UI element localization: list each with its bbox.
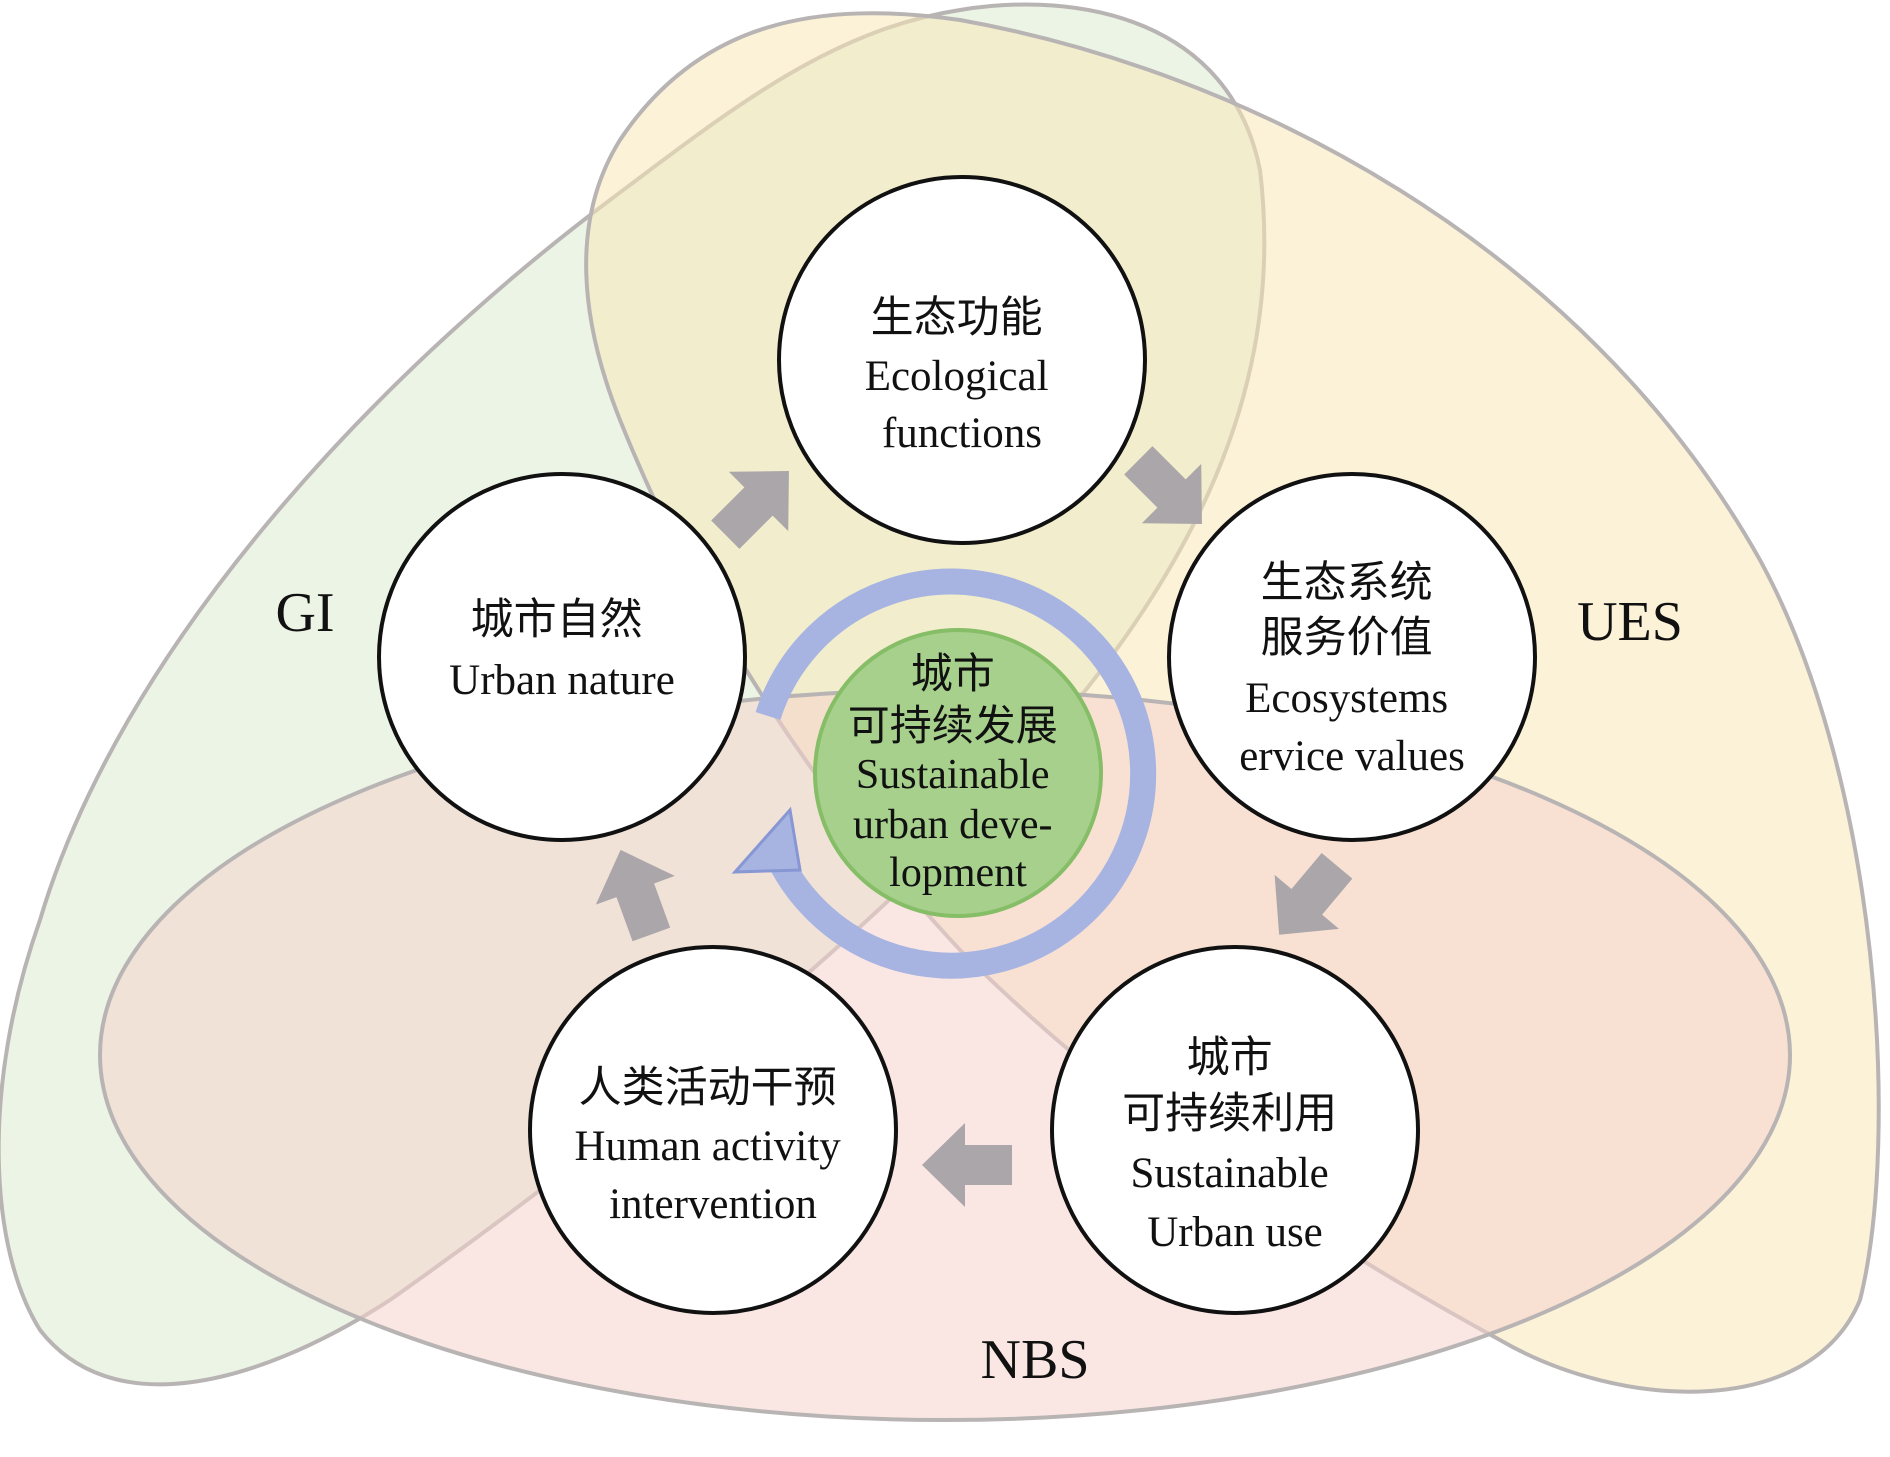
- node-en-line: functions: [882, 410, 1042, 457]
- arrow-ecosystem-to-urban-use: [1274, 852, 1353, 935]
- arrow-human-to-urban-nature: [595, 849, 675, 942]
- node-ecological-functions: 生态功能 Ecological functions: [777, 175, 1147, 545]
- node-text: 生态系统 服务价值 Ecosystems ervice values: [1239, 560, 1465, 780]
- arrow-urban-nature-to-ecological: [711, 471, 789, 549]
- center-text: 城市 可持续发展 Sustainable urban deve- lopment: [848, 651, 1069, 896]
- gi-region-label: GI: [275, 582, 334, 644]
- arrow-urban-use-to-human: [922, 1123, 1012, 1207]
- cycle-ring-arc: [755, 568, 1157, 979]
- node-circle: [377, 472, 747, 842]
- node-zh-line: 人类活动干预: [579, 1065, 837, 1112]
- node-zh-line: 城市: [1187, 1034, 1273, 1082]
- node-circle: [777, 175, 1147, 545]
- cycle-arrows: [595, 446, 1353, 1207]
- node-zh-line: 生态系统: [1261, 560, 1433, 607]
- node-en-line: Ecosystems: [1245, 675, 1448, 722]
- node-text: 生态功能 Ecological functions: [865, 295, 1060, 457]
- center-en-line-3: lopment: [889, 850, 1027, 896]
- node-en-line: Human activity: [574, 1123, 841, 1170]
- node-human-activity-intervention: 人类活动干预 Human activity intervention: [528, 945, 898, 1315]
- node-text: 人类活动干预 Human activity intervention: [574, 1065, 851, 1228]
- node-zh-line: 城市自然: [471, 596, 643, 644]
- node-en-line: Urban use: [1147, 1209, 1323, 1256]
- node-circle: [1050, 945, 1420, 1315]
- node-sustainable-urban-use: 城市 可持续利用 Sustainable Urban use: [1050, 945, 1420, 1315]
- node-ecosystem-service-values: 生态系统 服务价值 Ecosystems ervice values: [1167, 472, 1537, 842]
- node-en-line: Sustainable: [1131, 1150, 1329, 1197]
- center-node: 城市 可持续发展 Sustainable urban deve- lopment: [813, 628, 1103, 918]
- node-text: 城市自然 Urban nature: [449, 596, 675, 704]
- node-en-line: Ecological: [865, 353, 1049, 400]
- center-en-line-1: Sustainable: [856, 752, 1050, 798]
- center-circle: [813, 628, 1103, 918]
- node-circle: [528, 945, 898, 1315]
- center-zh-line-1: 城市: [911, 651, 995, 698]
- node-en-line: intervention: [609, 1181, 817, 1228]
- center-zh-line-2: 可持续发展: [848, 704, 1058, 750]
- node-zh-line: 服务价值: [1261, 615, 1433, 662]
- nbs-region-label: NBS: [981, 1329, 1090, 1391]
- node-zh-line: 可持续利用: [1122, 1091, 1337, 1138]
- ues-region-label: UES: [1577, 591, 1683, 653]
- node-en-line: Urban nature: [449, 657, 675, 704]
- node-urban-nature: 城市自然 Urban nature: [377, 472, 747, 842]
- center-en-line-2: urban deve-: [853, 802, 1052, 848]
- cycle-ring-arrowhead: [731, 806, 802, 874]
- node-text: 城市 可持续利用 Sustainable Urban use: [1122, 1034, 1348, 1256]
- node-en-line: ervice values: [1239, 733, 1465, 780]
- arrow-ecological-to-ecosystem: [1124, 446, 1202, 524]
- cycle-ring: [731, 568, 1157, 979]
- node-circle: [1167, 472, 1537, 842]
- node-zh-line: 生态功能: [871, 295, 1043, 342]
